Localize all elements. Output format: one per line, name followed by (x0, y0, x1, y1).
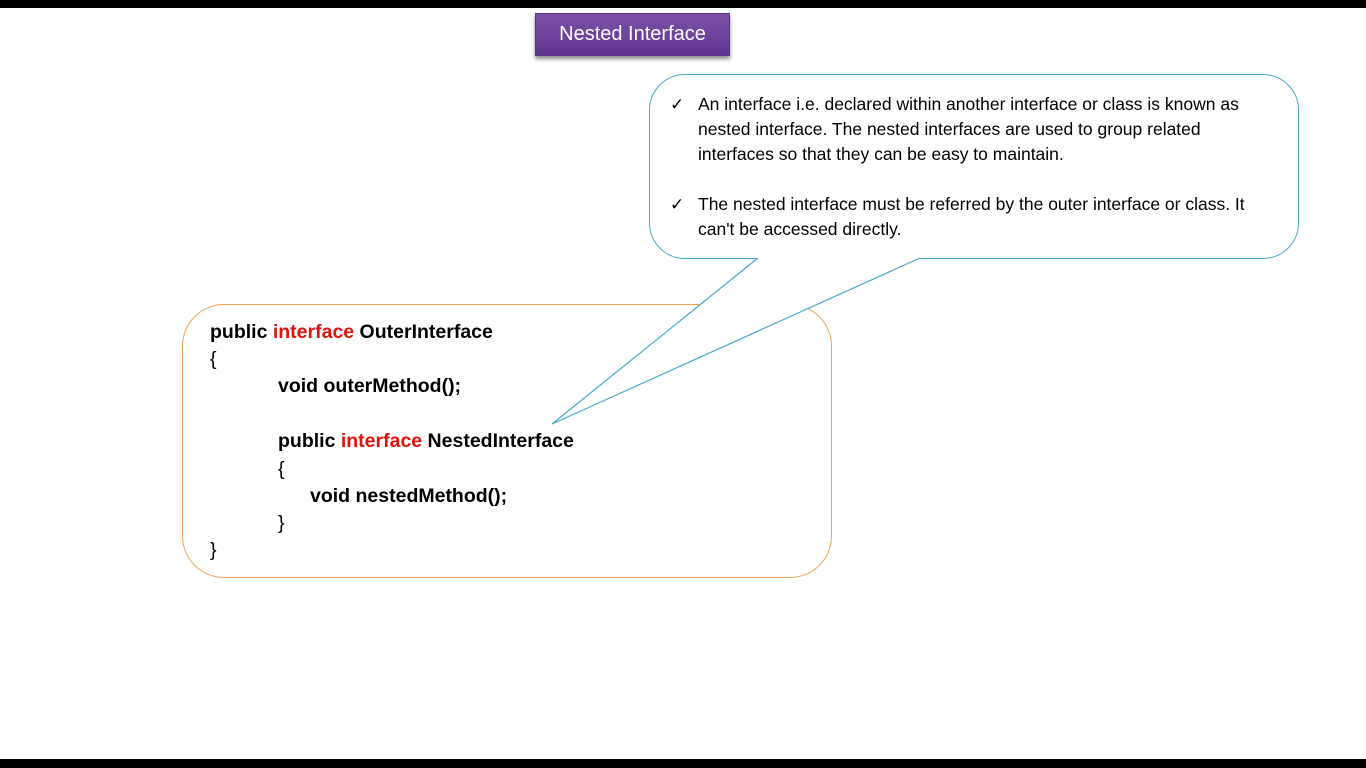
callout-bullet-text: The nested interface must be referred by… (698, 194, 1245, 239)
check-icon: ✓ (670, 95, 685, 114)
code-line-outer-method: void outerMethod(); (278, 375, 462, 397)
code-line-outer-interface: public interface OuterInterface (210, 320, 493, 344)
code-token-public: public (278, 430, 341, 452)
code-line-close-brace: } (210, 539, 217, 561)
code-token-public: public (210, 321, 273, 343)
code-token-outer-interface: OuterInterface (354, 321, 493, 343)
callout-bullet-text: An interface i.e. declared within anothe… (698, 94, 1239, 164)
code-line-nested-method: void nestedMethod(); (310, 485, 508, 507)
code-box (182, 304, 832, 578)
code-line-open-brace: { (210, 348, 217, 370)
check-icon: ✓ (670, 195, 685, 214)
code-keyword-interface: interface (340, 430, 423, 452)
callout-bubble: ✓ An interface i.e. declared within anot… (649, 74, 1299, 259)
code-keyword-interface: interface (272, 321, 355, 343)
slide-title: Nested Interface (535, 13, 730, 56)
callout-bullet-1: ✓ An interface i.e. declared within anot… (670, 92, 1260, 167)
code-line-nested-interface: public interface NestedInterface (278, 429, 574, 453)
code-line-nested-close-brace: } (278, 512, 285, 534)
slide-canvas: Nested Interface public interface OuterI… (0, 8, 1366, 759)
code-token-nested-interface: NestedInterface (422, 430, 574, 452)
code-line-nested-open-brace: { (278, 458, 285, 480)
callout-bullet-2: ✓ The nested interface must be referred … (670, 192, 1260, 242)
